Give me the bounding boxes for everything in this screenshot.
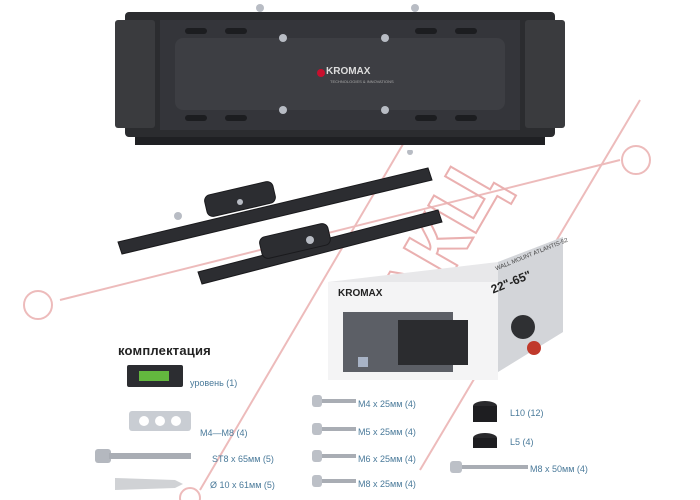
kit-item-label: L5 (4) [510, 437, 534, 447]
washer-plate-icon [129, 411, 191, 431]
bolt-m8-long-icon [450, 461, 528, 473]
kit-item-label: L10 (12) [510, 408, 544, 418]
spacer-l10-icon [473, 401, 497, 422]
package-brand: KROMAX [338, 288, 383, 299]
kit-item-label: ST8 x 65мм (5) [212, 454, 274, 464]
kit-item-label: Ø 10 x 61мм (5) [210, 480, 275, 490]
kit-item-label: M6 x 25мм (4) [358, 454, 416, 464]
kit-item-label: M8 x 50мм (4) [530, 464, 588, 474]
wall-plate-image [115, 4, 565, 145]
tv-brackets-image [117, 150, 443, 285]
brand-logo: KROMAX [326, 66, 371, 77]
kit-item-label: M4—M8 (4) [200, 428, 248, 438]
bolt-m8-icon [312, 475, 356, 487]
kit-item-label: уровень (1) [190, 378, 238, 388]
kit-item-label: M4 x 25мм (4) [358, 399, 416, 409]
bolt-m6-icon [312, 450, 356, 462]
screw-icon [95, 449, 191, 463]
bolt-m5-icon [312, 423, 356, 435]
level-icon [127, 365, 183, 387]
brand-tagline: TECHNOLOGIES & INNOVATIONS [330, 79, 394, 84]
kit-title: комплектация [118, 343, 211, 358]
package-box-image [328, 237, 563, 380]
anchor-icon [115, 478, 183, 490]
kit-item-label: M8 x 25мм (4) [358, 479, 416, 489]
spacer-l5-icon [473, 433, 497, 448]
kit-item-label: M5 x 25мм (4) [358, 427, 416, 437]
bolt-m4-icon [312, 395, 356, 407]
